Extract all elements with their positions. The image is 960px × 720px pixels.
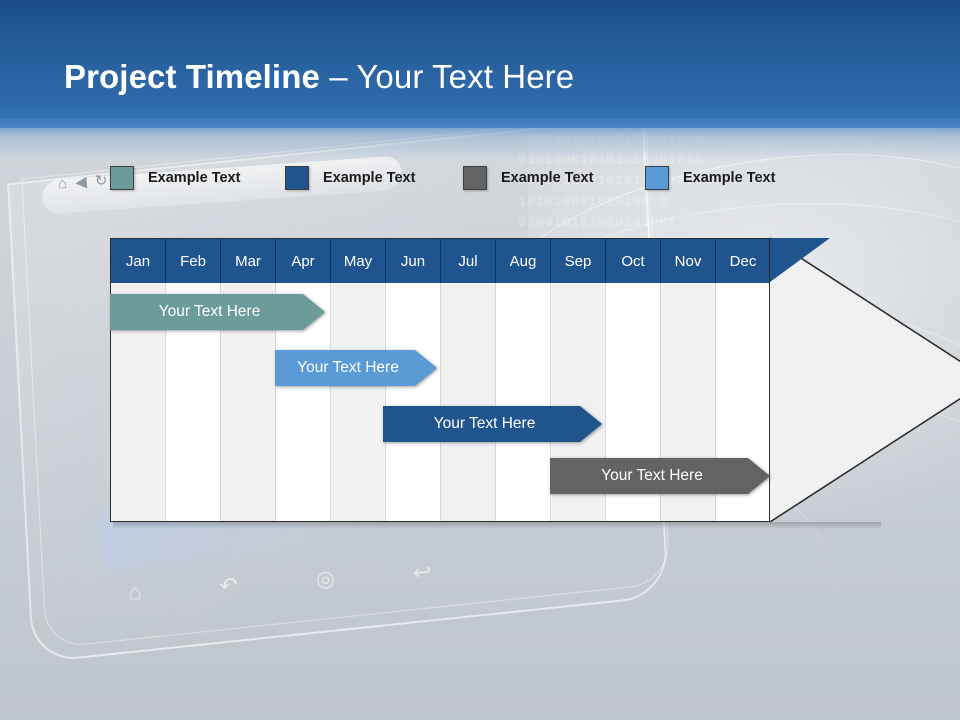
legend-label-3: Example Text [501, 170, 594, 186]
legend-label-2: Example Text [323, 170, 416, 186]
legend-swatch-1 [110, 166, 134, 190]
month-column-jun [386, 239, 441, 521]
month-header-sep[interactable]: Sep [551, 239, 606, 283]
page-title-strong: Project Timeline [64, 58, 320, 95]
month-column-jul [441, 239, 496, 521]
task-bar-shape-3 [383, 406, 602, 442]
legend-item-4[interactable]: Example Text [645, 166, 775, 190]
task-bar-1[interactable]: Your Text Here [110, 294, 325, 330]
legend-item-3[interactable]: Example Text [463, 166, 593, 190]
legend-swatch-4 [645, 166, 669, 190]
month-header-oct[interactable]: Oct [606, 239, 661, 283]
month-header-may[interactable]: May [331, 239, 386, 283]
title-band [0, 0, 960, 128]
month-header-apr[interactable]: Apr [276, 239, 331, 283]
month-header-jul[interactable]: Jul [441, 239, 496, 283]
task-bar-label-4: Your Text Here [601, 467, 703, 484]
page-title: Project Timeline – Your Text Here [64, 58, 574, 96]
page-title-light: Your Text Here [356, 58, 575, 95]
legend-label-1: Example Text [148, 170, 241, 186]
task-bar-label-1: Your Text Here [158, 303, 261, 320]
task-bar-2[interactable]: Your Text Here [275, 350, 437, 386]
task-bar-4[interactable]: Your Text Here [550, 458, 770, 494]
month-column-aug [496, 239, 551, 521]
task-bar-shape-2 [275, 350, 437, 386]
legend-label-4: Example Text [683, 170, 776, 186]
task-bar-shape-4 [550, 458, 770, 494]
legend-item-2[interactable]: Example Text [285, 166, 415, 190]
task-bar-3[interactable]: Your Text Here [383, 406, 602, 442]
month-header-jun[interactable]: Jun [386, 239, 441, 283]
month-header-aug[interactable]: Aug [496, 239, 551, 283]
legend-swatch-2 [285, 166, 309, 190]
legend-swatch-3 [463, 166, 487, 190]
month-column-jan [111, 239, 166, 521]
task-bar-shape-1 [110, 294, 325, 330]
month-column-oct [606, 239, 661, 521]
task-bar-label-2: Your Text Here [297, 359, 399, 376]
legend: Example Text Example Text Example Text Exam… [0, 166, 960, 198]
chart-drop-shadow [113, 522, 881, 529]
page-title-dash: – [319, 58, 357, 95]
legend-item-1[interactable]: Example Text [110, 166, 240, 190]
month-header-feb[interactable]: Feb [166, 239, 221, 283]
month-column-mar [221, 239, 276, 521]
month-header-jan[interactable]: Jan [111, 239, 166, 283]
month-header-dec[interactable]: Dec [716, 239, 769, 283]
task-bar-label-3: Your Text Here [433, 415, 536, 432]
month-header-nov[interactable]: Nov [661, 239, 716, 283]
month-header-mar[interactable]: Mar [221, 239, 276, 283]
month-column-feb [166, 239, 221, 521]
title-band-fade [0, 118, 960, 160]
